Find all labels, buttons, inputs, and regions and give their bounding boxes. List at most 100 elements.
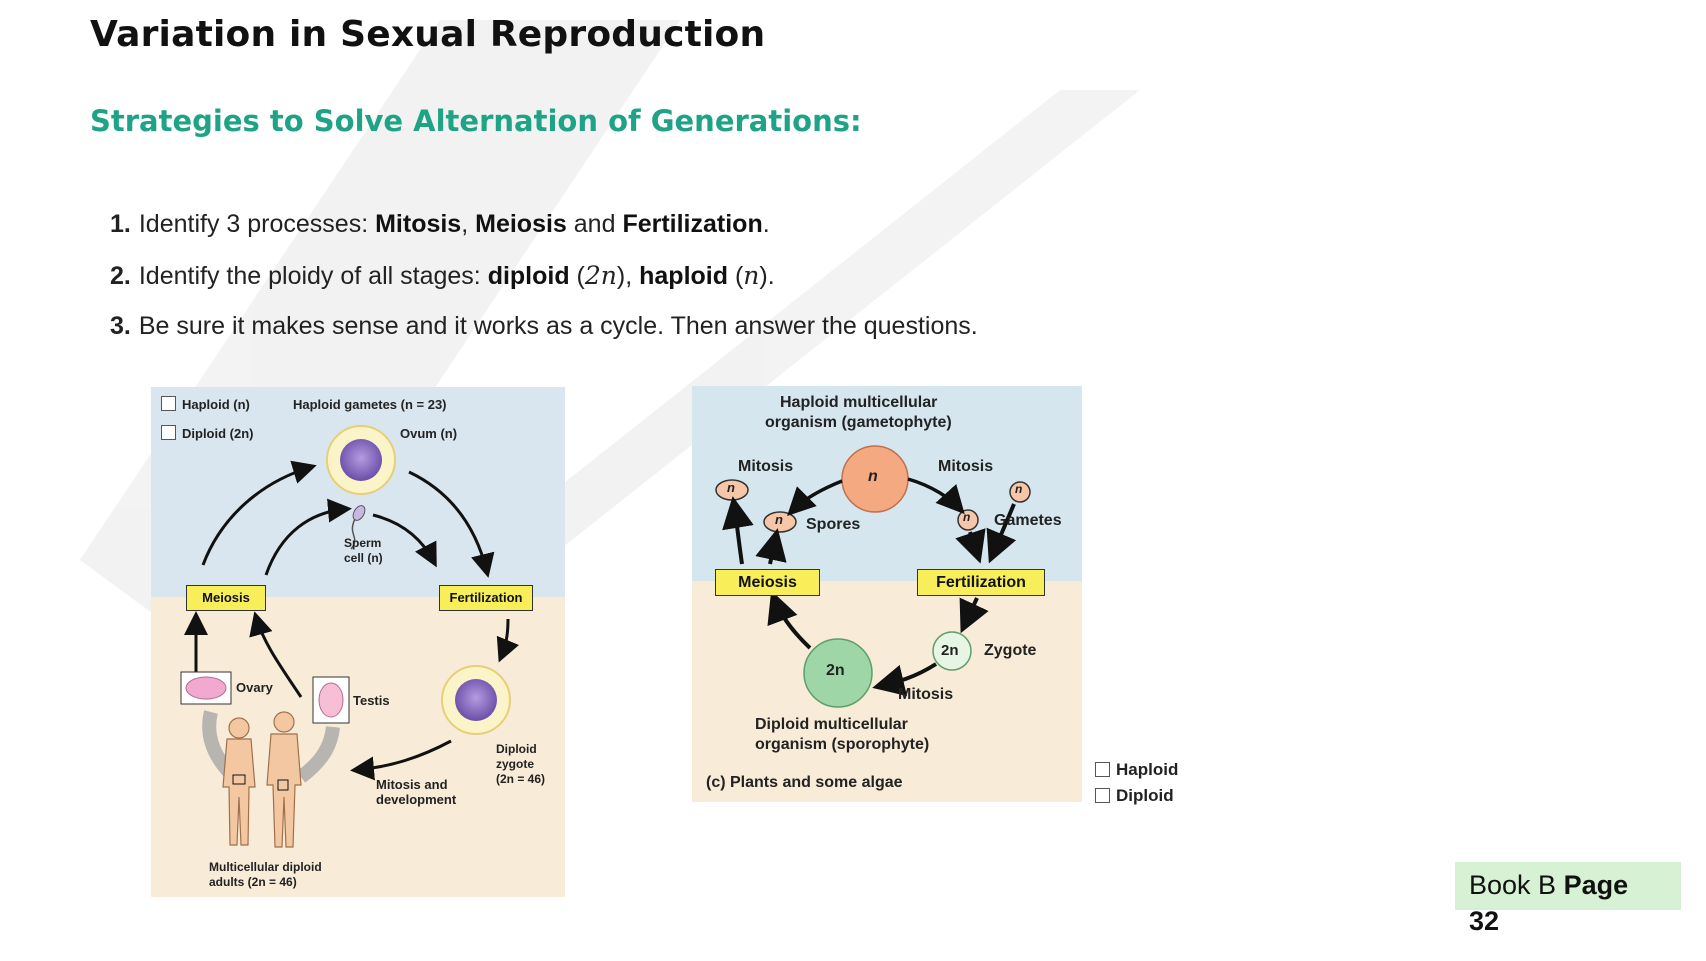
spore-left-ploidy: n xyxy=(727,480,735,495)
diploid-region xyxy=(692,581,1082,802)
gamete-2-ploidy: n xyxy=(1015,482,1023,496)
meiosis-box: Meiosis xyxy=(715,569,820,596)
legend-swatch-haploid xyxy=(161,396,176,411)
step-text: and xyxy=(566,210,623,238)
plants-legend-haploid: Haploid xyxy=(1095,760,1178,780)
ovum-label: Ovum (n) xyxy=(400,426,458,441)
adults-label-1: Multicellular diploid xyxy=(209,860,322,874)
legend-haploid: Haploid (n) xyxy=(161,396,250,412)
arrow-gamete-to-fertilization xyxy=(955,528,986,564)
legend-swatch-diploid xyxy=(161,425,176,440)
keyword-meiosis: Meiosis xyxy=(475,210,567,238)
sperm-label-1: Sperm xyxy=(344,536,382,550)
gametes-label: Gametes xyxy=(994,512,1062,529)
step-1: 1.Identify 3 processes: Mitosis, Meiosis… xyxy=(110,210,770,239)
sporophyte-label-1: Diploid multicellular xyxy=(755,716,908,733)
testis-label: Testis xyxy=(353,693,390,708)
gamete-1-ploidy: n xyxy=(963,510,971,524)
arrow-fertilization-to-zygote xyxy=(496,618,519,663)
sporophyte-ploidy: 2n xyxy=(826,662,845,679)
step-text: ( xyxy=(728,262,744,290)
step-3: 3.Be sure it makes sense and it works as… xyxy=(110,312,978,341)
book-label: Book B Page xyxy=(1469,870,1629,900)
female-figure-icon xyxy=(222,717,256,846)
gamete-2 xyxy=(1009,481,1031,503)
arrow-meiosis-to-ovum xyxy=(201,460,317,566)
keyword-haploid: haploid xyxy=(639,262,729,290)
plants-caption: (c) Plants and some algae xyxy=(706,774,903,791)
mitosis-left-label: Mitosis xyxy=(738,458,794,475)
human-life-cycle-diagram: Haploid (n) Diploid (2n) Haploid gametes… xyxy=(151,387,565,897)
step-text: Identify the ploidy of all stages: xyxy=(138,262,488,290)
arrow-zygote-to-adults xyxy=(350,739,452,781)
arrow-zygote-to-sporophyte xyxy=(872,662,938,697)
arrow-gametophyte-to-spore xyxy=(787,479,843,516)
sperm-label-2: cell (n) xyxy=(344,551,383,565)
arrow-meiosis-to-sperm xyxy=(264,498,352,576)
mitosis-dev-label-2: development xyxy=(376,792,457,807)
fertilization-box: Fertilization xyxy=(439,585,533,611)
mitosis-bottom-label: Mitosis xyxy=(898,686,954,703)
haploid-gametes-label: Haploid gametes (n = 23) xyxy=(293,397,447,412)
arrow-testis-to-meiosis xyxy=(249,611,303,698)
arrow-gametophyte-to-gamete xyxy=(907,477,965,515)
gametophyte-label-2: organism (gametophyte) xyxy=(765,414,952,431)
book-page-tag: Book B Page 32 xyxy=(1455,862,1681,936)
ovary-icon xyxy=(185,676,227,700)
adults-label-2: adults (2n = 46) xyxy=(209,875,297,889)
page-number: 32 xyxy=(1469,906,1500,936)
spores-label: Spores xyxy=(806,516,861,533)
zygote-label: Zygote xyxy=(984,642,1037,659)
step-text: Identify 3 processes: xyxy=(138,210,376,238)
gametophyte-label-1: Haploid multicellular xyxy=(780,394,938,411)
arrow-sperm-to-fertilization xyxy=(372,513,437,568)
arrow-gamete2-to-fertilization xyxy=(986,503,1017,564)
zygote-nucleus xyxy=(455,679,497,721)
keyword-diploid: diploid xyxy=(487,262,570,290)
male-focus-box xyxy=(277,779,289,791)
testis-icon xyxy=(318,682,344,718)
step-number: 2. xyxy=(110,262,131,290)
arrow-ovum-to-fertilization xyxy=(408,470,495,578)
zygote-ploidy: 2n xyxy=(941,642,959,659)
arrow-fertilization-to-zygote xyxy=(959,597,989,634)
zygote-label-1: Diploid xyxy=(496,742,537,756)
plant-life-cycle-diagram: Haploid multicellular organism (gametoph… xyxy=(692,386,1082,802)
legend-diploid: Diploid (2n) xyxy=(161,425,254,441)
step-number: 3. xyxy=(110,312,131,340)
step-text: ( xyxy=(569,262,585,290)
mitosis-dev-label-1: Mitosis and xyxy=(376,777,448,792)
zygote-circle xyxy=(932,631,972,671)
plant-cycle-graphic xyxy=(692,386,1082,802)
grey-arrow-male xyxy=(296,725,340,783)
mitosis-right-label: Mitosis xyxy=(938,458,994,475)
ovary-label: Ovary xyxy=(236,680,273,695)
human-cycle-graphic xyxy=(151,387,565,897)
spore-ploidy: n xyxy=(775,512,783,527)
zygote-label-3: (2n = 46) xyxy=(496,772,546,786)
arrow-meiosis-to-spore-2 xyxy=(755,528,787,565)
sporophyte-label-2: organism (sporophyte) xyxy=(755,736,930,753)
sperm-tail xyxy=(350,518,356,550)
step-text: ), xyxy=(616,262,640,290)
step-number: 1. xyxy=(110,210,131,238)
keyword-mitosis: Mitosis xyxy=(375,210,462,238)
arrow-meiosis-to-spore xyxy=(722,496,754,565)
page-subtitle: Strategies to Solve Alternation of Gener… xyxy=(90,104,862,138)
female-focus-box xyxy=(232,774,246,785)
ploidy-n: n xyxy=(743,261,760,290)
legend-swatch-haploid xyxy=(1095,762,1110,777)
ploidy-2n: 2n xyxy=(584,261,617,290)
step-text: ). xyxy=(759,262,775,290)
ovum-nucleus xyxy=(340,439,382,481)
sporophyte-circle xyxy=(803,638,873,708)
plants-legend-diploid: Diploid xyxy=(1095,786,1174,806)
step-text: . xyxy=(762,210,770,238)
fertilization-box: Fertilization xyxy=(917,569,1045,596)
step-text: , xyxy=(461,210,476,238)
step-2: 2.Identify the ploidy of all stages: dip… xyxy=(110,261,775,291)
step-text: Be sure it makes sense and it works as a… xyxy=(138,312,978,340)
arrow-sporophyte-to-meiosis xyxy=(767,590,812,650)
gametophyte-ploidy: n xyxy=(868,468,878,485)
page-title: Variation in Sexual Reproduction xyxy=(90,14,766,55)
